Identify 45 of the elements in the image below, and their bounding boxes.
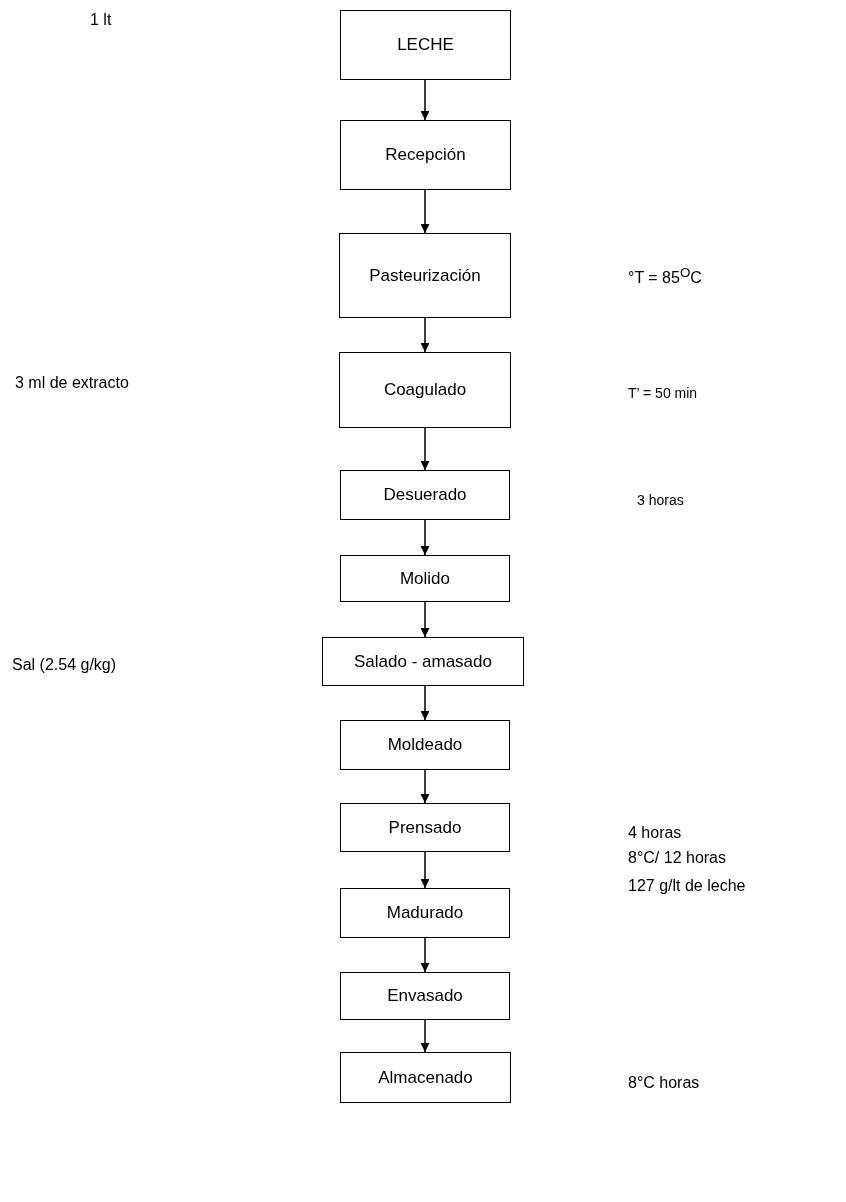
arrow [420, 937, 430, 973]
process-note: 3 ml de extracto [15, 373, 129, 393]
process-box [339, 233, 511, 318]
arrow [420, 427, 430, 471]
process-box [339, 352, 511, 428]
arrow [420, 189, 430, 234]
step-label: LECHE [397, 35, 454, 55]
process-box [340, 972, 510, 1020]
process-box [322, 637, 524, 686]
step-label: Moldeado [387, 735, 463, 755]
step-label: Molido [399, 568, 451, 589]
process-note: 4 horas [628, 823, 682, 843]
arrow [420, 79, 430, 121]
step-label: Almacenado [378, 1067, 473, 1088]
step-label: Desuerado [383, 485, 467, 505]
process-box [340, 720, 510, 770]
arrow [420, 317, 430, 353]
arrow [420, 685, 430, 721]
arrow [420, 519, 430, 556]
process-box [340, 803, 510, 852]
step-label: Madurado [386, 903, 464, 923]
step-label: Pasteurización [369, 265, 481, 286]
step-label: Envasado [387, 986, 463, 1006]
process-note: T’ = 50 min [628, 384, 698, 403]
process-note: 3 horas [637, 491, 684, 510]
process-note: 127 g/lt de leche [628, 876, 746, 896]
process-note: 8°C horas [628, 1073, 700, 1093]
process-note: 1 lt [90, 10, 112, 30]
step-label: Recepción [385, 145, 466, 165]
arrow [420, 601, 430, 638]
arrow [420, 769, 430, 804]
process-note: 8°C/ 12 horas [628, 848, 726, 868]
step-label: Prensado [388, 817, 462, 838]
process-box [340, 888, 510, 938]
arrow [420, 1019, 430, 1053]
process-box [340, 10, 511, 80]
arrow [420, 851, 430, 889]
process-box [340, 470, 510, 520]
process-box [340, 555, 510, 602]
process-box [340, 1052, 511, 1103]
process-note: °T = 85$^{O}$C [628, 264, 702, 289]
process-box [340, 120, 511, 190]
step-label: Coagulado [383, 380, 467, 400]
step-label: Salado - amasado [354, 651, 492, 672]
process-note: Sal (2.54 g/kg) [12, 655, 117, 675]
